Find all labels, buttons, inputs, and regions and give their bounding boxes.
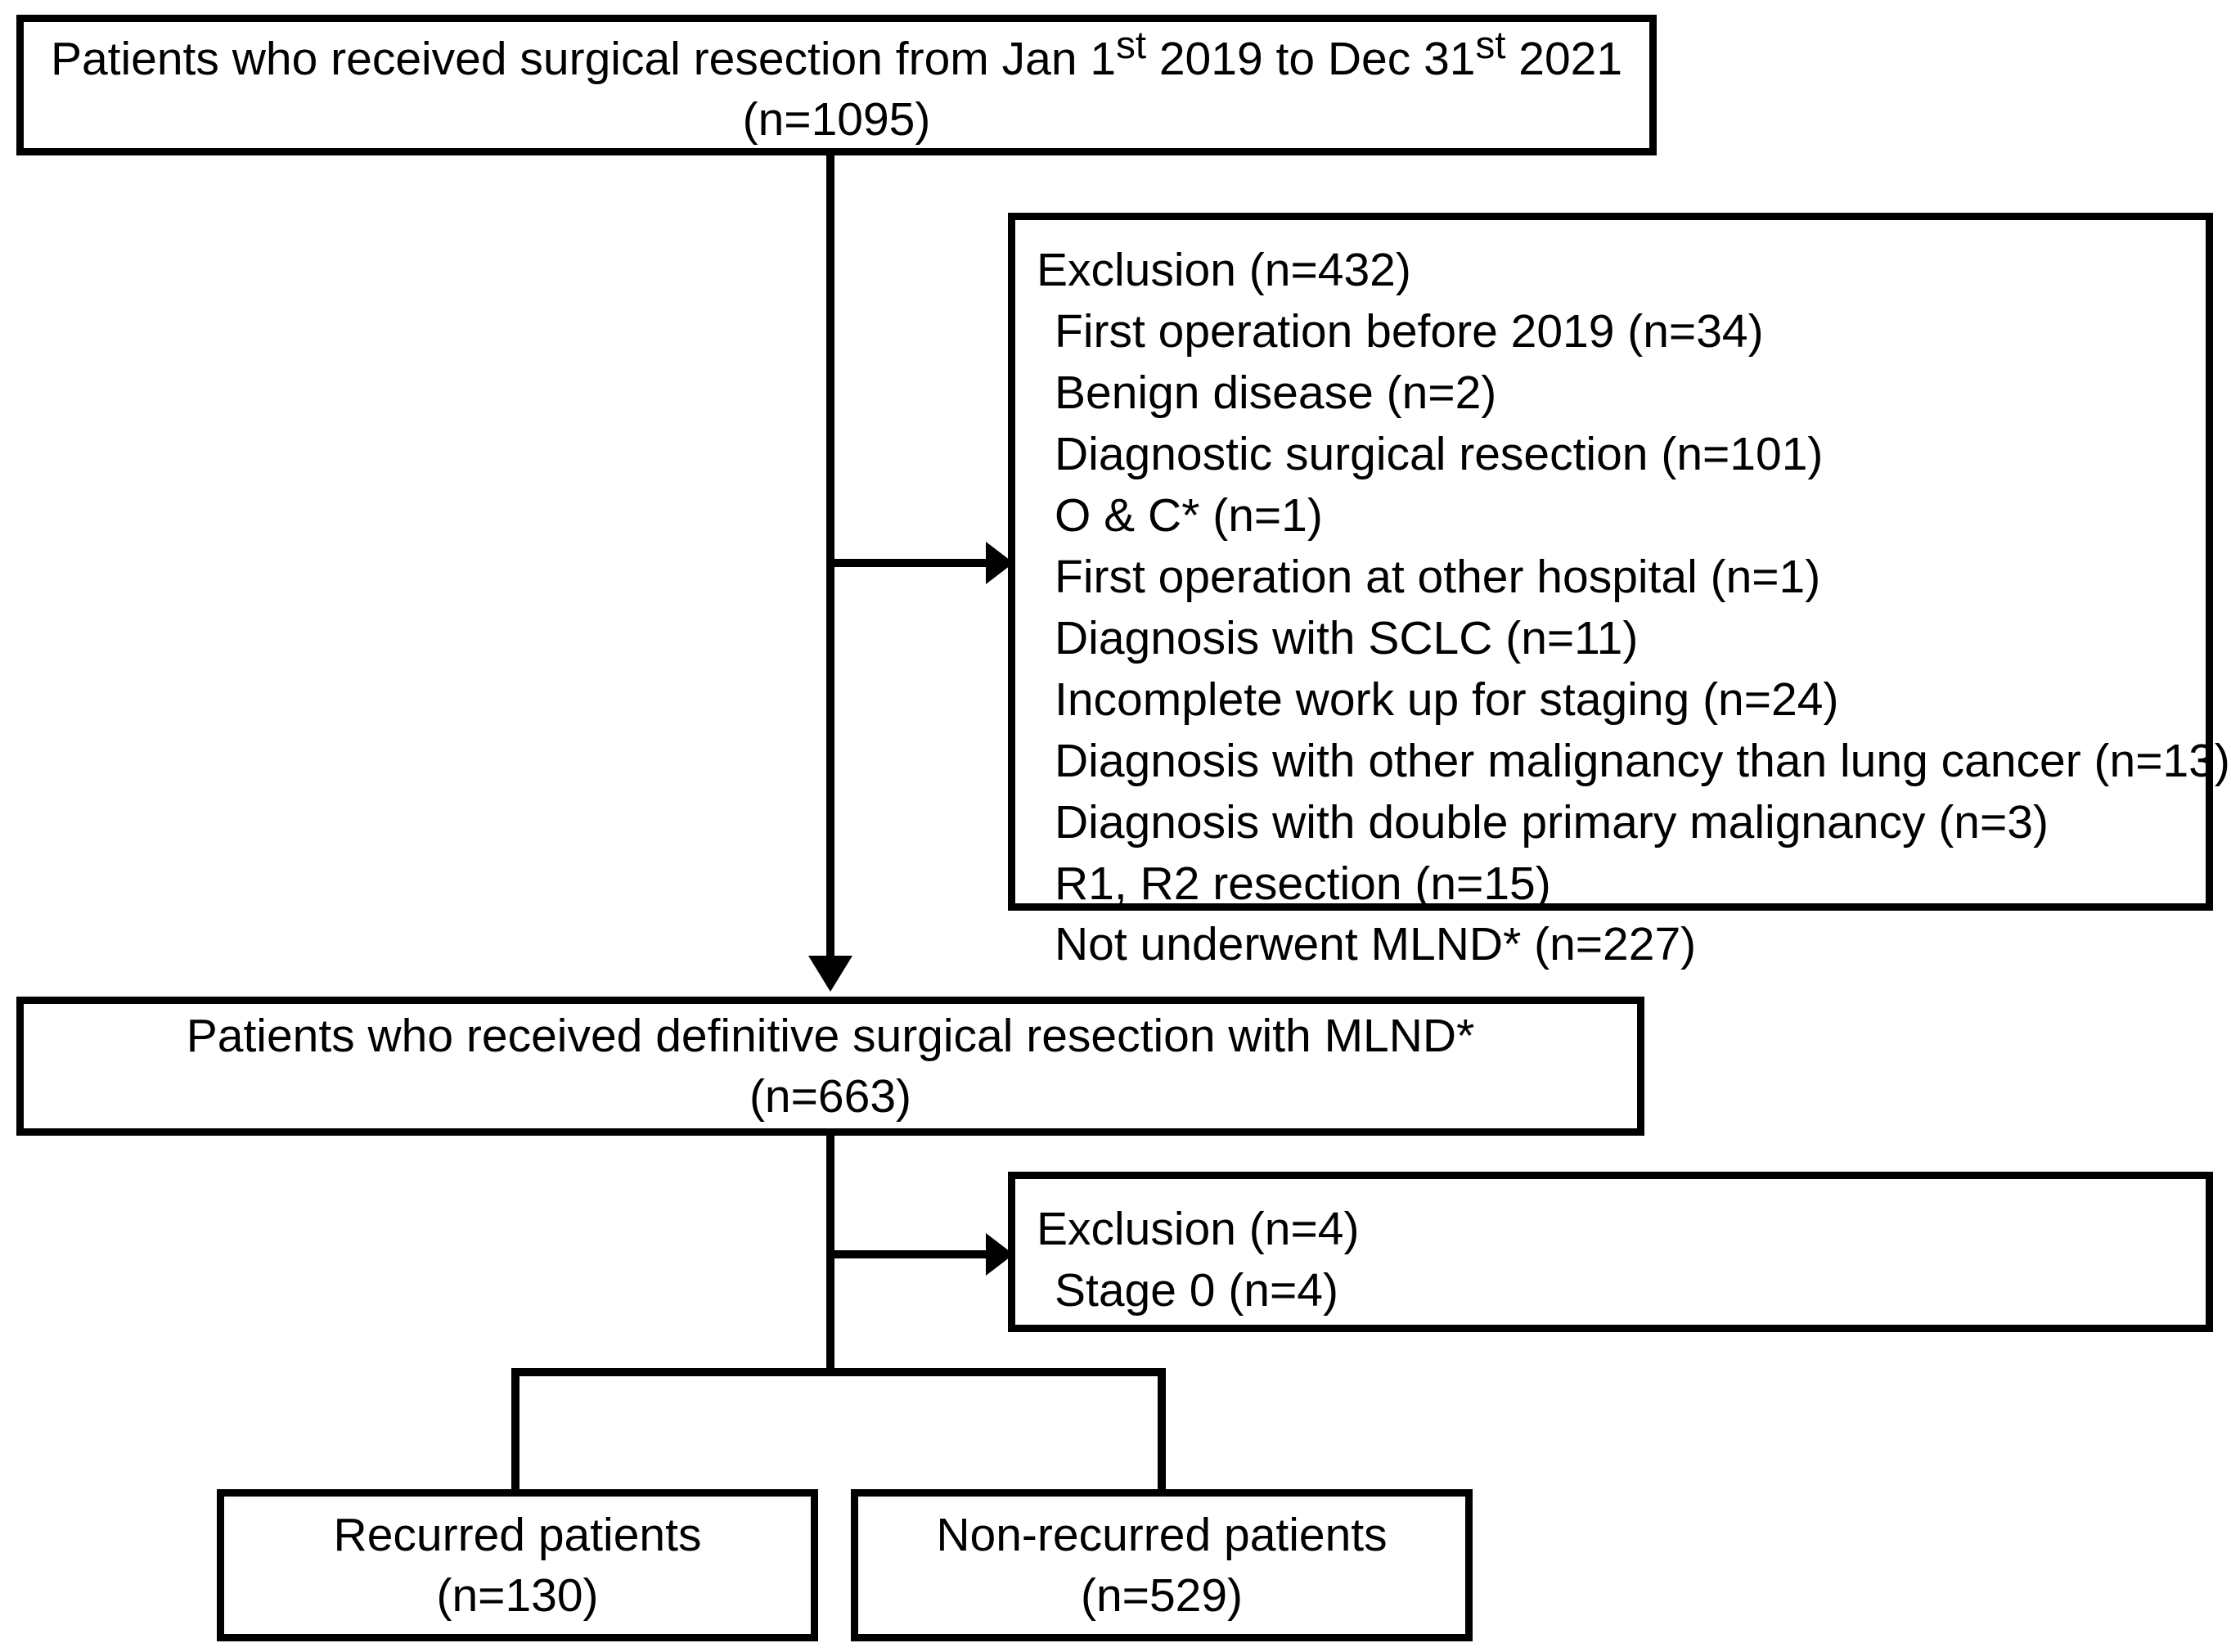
node-recurred-patients: Recurred patients (n=130): [217, 1489, 818, 1641]
node-mid-cohort-count: (n=663): [749, 1070, 912, 1123]
top-cohort-line1-mid: 2019 to Dec 31: [1146, 32, 1476, 85]
exclusion-upper-list: Exclusion (n=432) First operation before…: [1037, 240, 2230, 975]
exclusion-upper-item: O & C* (n=1): [1055, 488, 1323, 542]
exclusion-upper-item: Not underwent MLND* (n=227): [1055, 918, 1697, 971]
node-recurred-text: Recurred patients (n=130): [334, 1505, 702, 1626]
connector-leg-non-recurred: [1158, 1368, 1166, 1491]
node-non-recurred-text: Non-recurred patients (n=529): [936, 1505, 1387, 1626]
node-exclusion-upper: Exclusion (n=432) First operation before…: [1008, 213, 2230, 970]
node-recurred-count: (n=130): [436, 1569, 599, 1622]
exclusion-upper-item: Diagnosis with other malignancy than lun…: [1055, 734, 2230, 787]
arrow-right-icon: [986, 1233, 1014, 1276]
node-top-cohort: Patients who received surgical resection…: [16, 15, 1657, 155]
exclusion-upper-item: R1, R2 resection (n=15): [1055, 857, 1551, 910]
connector-to-exclusion-lower: [826, 1250, 1002, 1258]
node-top-cohort-text: Patients who received surgical resection…: [51, 20, 1622, 150]
connector-leg-recurred: [511, 1368, 520, 1491]
node-top-cohort-line1: Patients who received surgical resection…: [51, 20, 1622, 89]
exclusion-upper-item: Benign disease (n=2): [1055, 366, 1497, 419]
node-non-recurred-count: (n=529): [1080, 1569, 1244, 1622]
arrow-down-icon: [808, 956, 852, 992]
exclusion-upper-item: Diagnosis with double primary malignancy…: [1055, 795, 2049, 849]
node-top-cohort-count: (n=1095): [742, 93, 931, 146]
arrow-right-icon: [986, 542, 1014, 584]
exclusion-upper-item: Diagnostic surgical resection (n=101): [1055, 427, 1824, 480]
exclusion-upper-item: First operation at other hospital (n=1): [1055, 550, 1821, 603]
top-cohort-line1-prefix: Patients who received surgical resection…: [50, 32, 1117, 85]
node-exclusion-lower: Exclusion (n=4) Stage 0 (n=4): [1008, 1172, 2213, 1332]
connector-to-exclusion-upper: [826, 559, 1002, 567]
node-recurred-label: Recurred patients: [333, 1508, 702, 1561]
exclusion-lower-list: Exclusion (n=4) Stage 0 (n=4): [1037, 1199, 1359, 1321]
top-cohort-sup-1st: st: [1116, 23, 1147, 67]
node-non-recurred-label: Non-recurred patients: [936, 1508, 1388, 1561]
exclusion-upper-item: First operation before 2019 (n=34): [1055, 304, 1764, 358]
node-non-recurred-patients: Non-recurred patients (n=529): [851, 1489, 1473, 1641]
node-mid-cohort-line1: Patients who received definitive surgica…: [186, 1009, 1475, 1062]
exclusion-lower-heading: Exclusion (n=4): [1037, 1203, 1360, 1255]
top-cohort-line1-suffix: 2021: [1505, 32, 1623, 85]
exclusion-upper-item: Incomplete work up for staging (n=24): [1055, 673, 1839, 726]
exclusion-upper-item: Diagnosis with SCLC (n=11): [1055, 611, 1639, 664]
exclusion-lower-item: Stage 0 (n=4): [1055, 1263, 1338, 1317]
node-mid-cohort: Patients who received definitive surgica…: [16, 997, 1644, 1136]
top-cohort-sup-31st: st: [1475, 23, 1506, 67]
exclusion-upper-heading: Exclusion (n=432): [1037, 244, 1411, 296]
node-mid-cohort-text: Patients who received definitive surgica…: [187, 1006, 1475, 1127]
connector-split-bar: [511, 1368, 1166, 1376]
